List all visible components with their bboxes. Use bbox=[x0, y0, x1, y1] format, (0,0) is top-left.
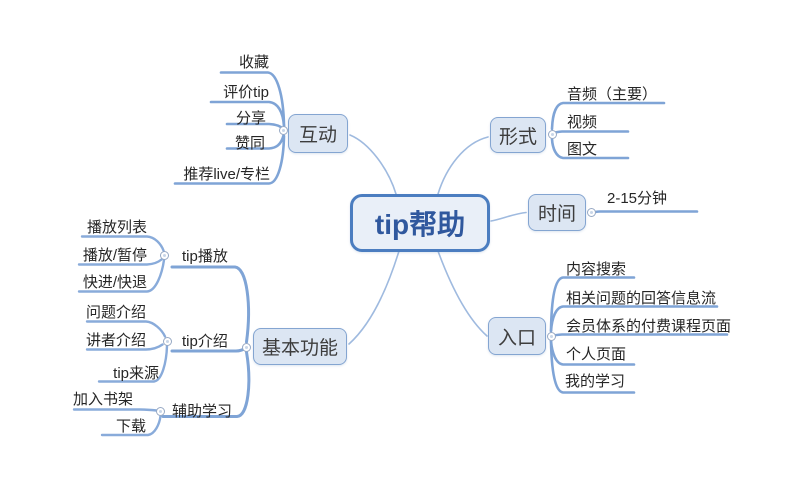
topic-speaker-intro[interactable]: 讲者介绍 bbox=[85, 332, 146, 349]
topic-audio-main[interactable]: 音频（主要） bbox=[567, 86, 658, 103]
topic-question-intro[interactable]: 问题介绍 bbox=[85, 304, 146, 321]
tip-playback-child-connectors bbox=[77, 235, 166, 293]
topic-video[interactable]: 视频 bbox=[567, 114, 598, 131]
subtopic-tip-intro[interactable]: tip介绍 bbox=[182, 333, 228, 350]
topic-image-text[interactable]: 图文 bbox=[567, 141, 598, 158]
branch-format[interactable]: 形式 bbox=[490, 117, 546, 153]
branch-time[interactable]: 时间 bbox=[528, 194, 586, 231]
central-topic[interactable]: tip帮助 bbox=[350, 194, 490, 252]
topic-rate-tip[interactable]: 评价tip bbox=[223, 84, 269, 101]
topic-personal-page[interactable]: 个人页面 bbox=[566, 346, 627, 363]
topic-upvote[interactable]: 赞同 bbox=[234, 135, 265, 152]
topic-related-answer-feed[interactable]: 相关问题的回答信息流 bbox=[566, 290, 717, 307]
collapse-toggle-format[interactable] bbox=[548, 130, 557, 139]
time-child-connectors bbox=[593, 210, 699, 214]
collapse-toggle-tip-intro[interactable] bbox=[163, 337, 172, 346]
assisted-learning-child-connectors bbox=[72, 408, 162, 437]
topic-recommend-live-column[interactable]: 推荐live/专栏 bbox=[183, 166, 270, 183]
collapse-toggle-interaction[interactable] bbox=[279, 126, 288, 135]
subtopic-tip-playback[interactable]: tip播放 bbox=[182, 248, 228, 265]
branch-basic-functions[interactable]: 基本功能 bbox=[253, 328, 347, 365]
collapse-toggle-basic-functions[interactable] bbox=[242, 343, 251, 352]
topic-add-to-bookshelf[interactable]: 加入书架 bbox=[72, 391, 133, 408]
collapse-toggle-tip-playback[interactable] bbox=[160, 251, 169, 260]
topic-share[interactable]: 分享 bbox=[235, 110, 266, 127]
topic-tip-source[interactable]: tip来源 bbox=[113, 365, 159, 382]
topic-play-pause[interactable]: 播放/暂停 bbox=[82, 247, 147, 264]
topic-favorite[interactable]: 收藏 bbox=[238, 54, 269, 71]
topic-download[interactable]: 下载 bbox=[115, 418, 146, 435]
collapse-toggle-time[interactable] bbox=[587, 208, 596, 217]
branch-entry[interactable]: 入口 bbox=[488, 317, 546, 355]
topic-fast-forward-rewind[interactable]: 快进/快退 bbox=[82, 274, 147, 291]
topic-my-learning[interactable]: 我的学习 bbox=[565, 373, 626, 390]
subtopic-assisted-learning[interactable]: 辅助学习 bbox=[172, 403, 233, 420]
central-branch-curves bbox=[348, 134, 527, 345]
branch-interaction[interactable]: 互动 bbox=[288, 114, 348, 153]
topic-duration-2-15-min[interactable]: 2-15分钟 bbox=[607, 190, 668, 207]
topic-content-search[interactable]: 内容搜索 bbox=[566, 261, 627, 278]
interaction-child-connectors bbox=[173, 71, 286, 185]
topic-membership-paid-course-page[interactable]: 会员体系的付费课程页面 bbox=[566, 318, 732, 335]
tip-intro-child-connectors bbox=[85, 320, 169, 383]
collapse-toggle-assisted-learning[interactable] bbox=[156, 407, 165, 416]
collapse-toggle-entry[interactable] bbox=[547, 332, 556, 341]
topic-playlist[interactable]: 播放列表 bbox=[86, 219, 147, 236]
